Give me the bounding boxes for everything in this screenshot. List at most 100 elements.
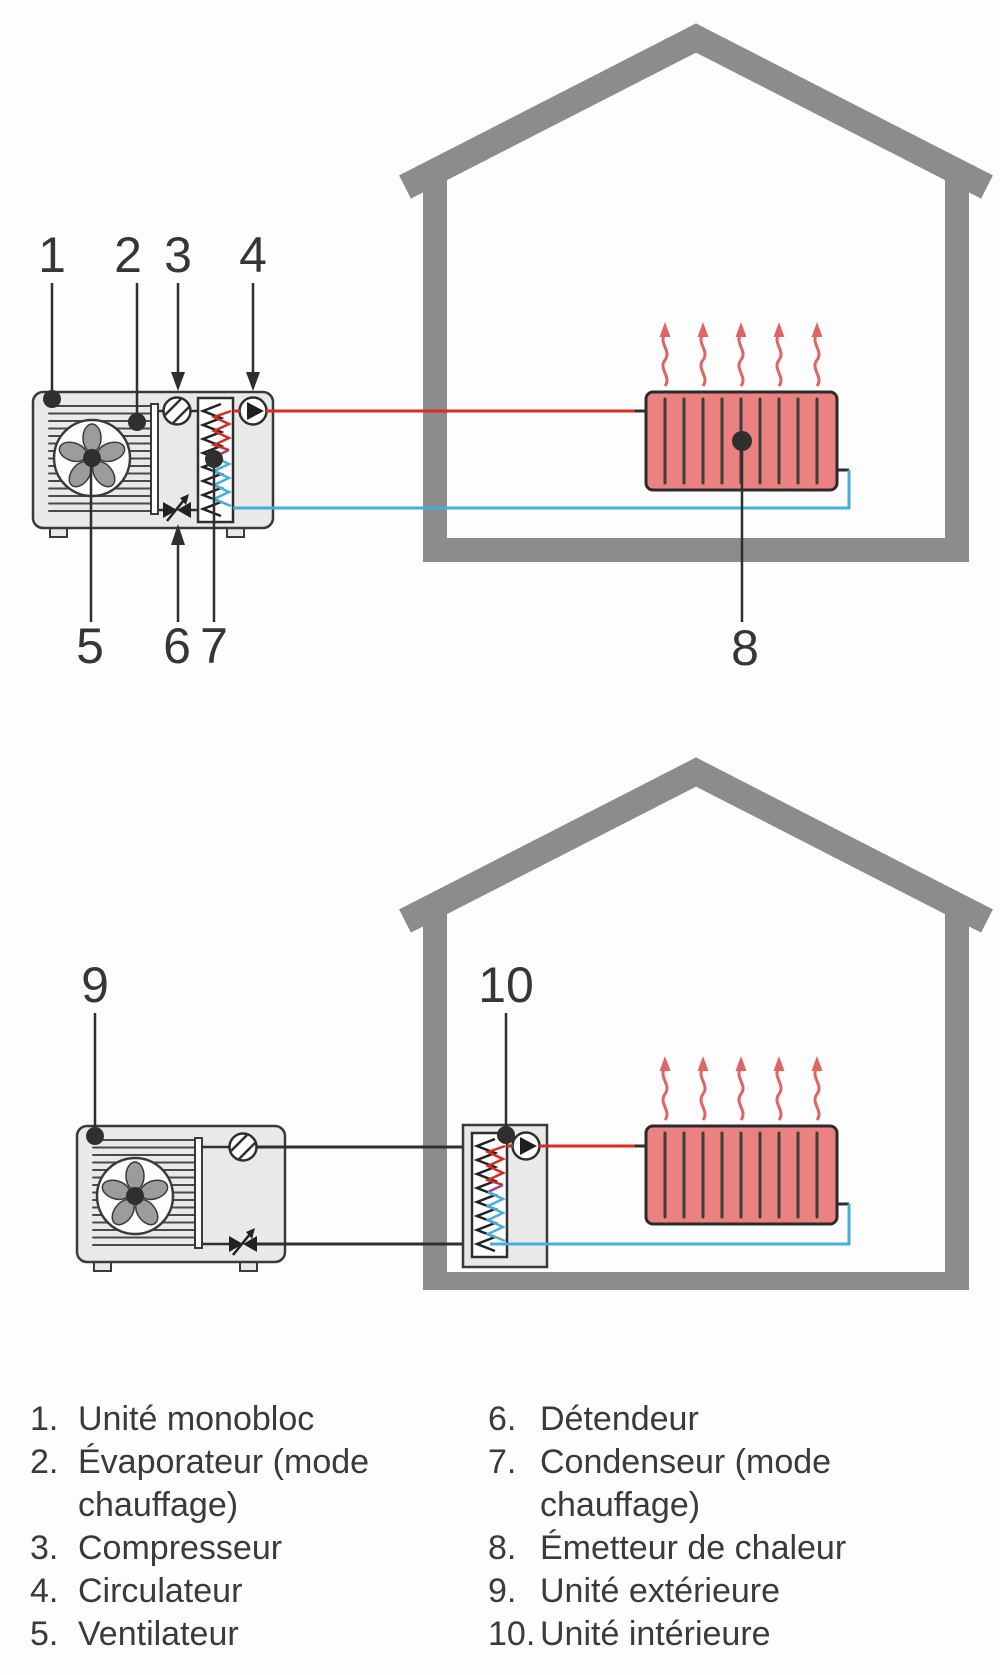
legend-label: Unité extérieure — [540, 1572, 781, 1610]
legend-number: 4. — [30, 1572, 59, 1610]
radiator-bars — [663, 1131, 819, 1219]
legend-label: Unité intérieure — [540, 1615, 771, 1653]
legend-number: 8. — [488, 1529, 517, 1567]
callout-label-10: 10 — [478, 957, 534, 1013]
callout-label-1: 1 — [38, 227, 66, 283]
fan-hub — [126, 1187, 144, 1205]
expansion-valve-icon — [229, 1228, 257, 1256]
refrigerant-lines — [202, 1145, 230, 1246]
roof-bottom — [399, 757, 993, 933]
legend-item-4: 4. Circulateur — [30, 1570, 390, 1613]
heat-arrow-icon — [659, 1056, 671, 1121]
legend-number: 5. — [30, 1615, 59, 1653]
wall-right-top — [945, 170, 969, 562]
heat-arrow-icon — [735, 322, 747, 387]
legend-label: Condenseur (mode chauffage) — [540, 1443, 832, 1524]
legend-number: 7. — [488, 1443, 517, 1481]
callout-label-5: 5 — [76, 618, 104, 674]
callout-label-8: 8 — [731, 620, 759, 676]
legend-label: Ventilateur — [78, 1615, 239, 1653]
legend-number: 1. — [30, 1400, 59, 1438]
legend-item-3: 3. Compresseur — [30, 1527, 390, 1570]
callout-2: 2 — [114, 227, 146, 431]
callout-label-7: 7 — [200, 618, 228, 674]
legend-label: Unité monobloc — [78, 1400, 315, 1438]
unit-divider — [150, 403, 159, 515]
legend-label: Émetteur de chaleur — [540, 1529, 847, 1567]
callout-label-2: 2 — [114, 227, 142, 283]
heat-arrow-icon — [659, 322, 671, 387]
legend-number: 10. — [488, 1615, 536, 1653]
floor-top — [423, 538, 969, 562]
fan-icon — [95, 1156, 175, 1236]
legend-left-column: 1. Unité monobloc 2. Évaporateur (mode c… — [30, 1398, 390, 1656]
legend-item-7: 7. Condenseur (mode chauffage) — [488, 1441, 900, 1527]
floor-bottom — [423, 1272, 969, 1290]
callout-label-4: 4 — [239, 227, 267, 283]
legend-right-column: 6. Détendeur 7. Condenseur (mode chauffa… — [488, 1398, 900, 1656]
refrigerant-pipes-split — [256, 1145, 473, 1246]
callout-4: 4 — [239, 227, 267, 391]
legend-label: Circulateur — [78, 1572, 243, 1610]
legend-number: 9. — [488, 1572, 517, 1610]
callouts-bottom: 9 10 — [81, 957, 534, 1145]
heat-arrows-top — [659, 322, 823, 387]
radiator-bottom — [644, 1124, 839, 1226]
wall-right-bottom — [945, 904, 969, 1290]
heat-arrow-icon — [811, 322, 823, 387]
legend-item-1: 1. Unité monobloc — [30, 1398, 390, 1441]
return-water-pipe — [490, 1204, 851, 1246]
monobloc-unit — [31, 390, 275, 538]
callout-1: 1 — [38, 227, 66, 408]
legend-label: Détendeur — [540, 1400, 699, 1438]
callout-label-6: 6 — [163, 618, 191, 674]
house-outline-top — [399, 23, 993, 562]
compressor-icon — [228, 1132, 258, 1162]
fan-icon — [52, 418, 132, 498]
indoor-unit — [461, 1123, 549, 1269]
heat-arrows-bottom — [659, 1056, 823, 1121]
outdoor-unit — [75, 1124, 287, 1272]
callout-7: 7 — [200, 450, 228, 674]
callout-label-9: 9 — [81, 957, 109, 1013]
wall-left-bottom — [423, 904, 447, 1290]
expansion-valve-icon — [163, 494, 191, 522]
legend-item-6: 6. Détendeur — [488, 1398, 900, 1441]
return-water-pipe — [233, 470, 851, 510]
compressor-icon — [162, 396, 192, 426]
legend-item-5: 5. Ventilateur — [30, 1613, 390, 1656]
indoor-coil-icon — [470, 1131, 509, 1259]
legend-number: 3. — [30, 1529, 59, 1567]
legend-label: Évaporateur (mode chauffage) — [78, 1443, 370, 1524]
heat-arrow-icon — [697, 1056, 709, 1121]
roof-top — [399, 23, 993, 199]
fan-hub — [83, 449, 101, 467]
wall-left-top — [423, 170, 447, 562]
callout-5: 5 — [76, 466, 104, 674]
circulator-icon — [238, 396, 268, 426]
callouts-top: 1 2 3 4 5 6 7 — [38, 227, 759, 676]
legend-item-2: 2. Évaporateur (mode chauffage) — [30, 1441, 390, 1527]
callout-9: 9 — [81, 957, 109, 1145]
legend-item-10: 10. Unité intérieure — [488, 1613, 900, 1656]
callout-label-3: 3 — [164, 227, 192, 283]
callout-8: 8 — [731, 431, 759, 676]
circulator-icon — [511, 1131, 541, 1161]
legend-label: Compresseur — [78, 1529, 283, 1567]
heat-arrow-icon — [773, 1056, 785, 1121]
heat-pump-diagrams: 1 2 3 4 5 6 7 — [31, 23, 993, 1290]
heat-arrow-icon — [697, 322, 709, 387]
unit-divider — [194, 1137, 203, 1249]
heat-arrow-icon — [735, 1056, 747, 1121]
heat-arrow-icon — [773, 322, 785, 387]
legend-number: 2. — [30, 1443, 59, 1481]
legend-number: 6. — [488, 1400, 517, 1438]
legend-item-8: 8. Émetteur de chaleur — [488, 1527, 900, 1570]
heat-arrow-icon — [811, 1056, 823, 1121]
callout-6: 6 — [163, 524, 191, 674]
house-outline-bottom — [399, 757, 993, 1290]
callout-10: 10 — [478, 957, 534, 1144]
callout-3: 3 — [164, 227, 192, 391]
legend-item-9: 9. Unité extérieure — [488, 1570, 900, 1613]
